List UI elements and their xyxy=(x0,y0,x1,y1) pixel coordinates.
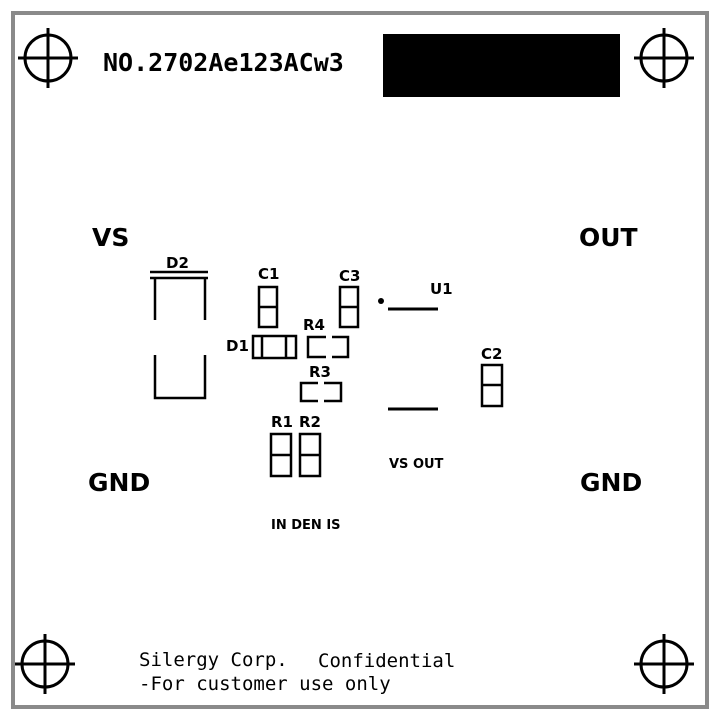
r2-footprint xyxy=(298,432,322,478)
part-number: NO.2702Ae123ACw3 xyxy=(103,48,344,77)
r1-footprint xyxy=(269,432,293,478)
c2-footprint xyxy=(480,363,504,408)
c2-label: C2 xyxy=(481,345,502,363)
footer-confidential: Confidential xyxy=(318,650,455,672)
c1-label: C1 xyxy=(258,265,279,283)
c3-footprint xyxy=(338,285,360,329)
board-outline xyxy=(11,11,709,709)
r1-label: R1 xyxy=(271,413,293,431)
in-den-is-pin-label: IN DEN IS xyxy=(271,518,341,533)
terminal-out-label: OUT xyxy=(579,223,638,252)
r4-footprint xyxy=(306,335,350,359)
terminal-gnd-left-label: GND xyxy=(88,468,150,497)
terminal-gnd-right-label: GND xyxy=(580,468,642,497)
fiducial-bottom-left xyxy=(15,634,75,694)
r3-label: R3 xyxy=(309,363,331,381)
fiducial-top-right xyxy=(634,28,694,88)
d1-footprint xyxy=(251,334,298,360)
r3-footprint xyxy=(299,381,343,403)
r4-label: R4 xyxy=(303,316,325,334)
footer-company: Silergy Corp. xyxy=(139,649,288,671)
d1-label: D1 xyxy=(226,337,249,355)
redaction-block xyxy=(383,34,620,97)
u1-label: U1 xyxy=(430,280,453,298)
u1-footprint xyxy=(388,307,438,411)
terminal-vs-label: VS xyxy=(92,223,129,252)
c3-label: C3 xyxy=(339,267,360,285)
d2-footprint xyxy=(150,270,208,400)
c1-footprint xyxy=(257,285,279,329)
footer-notice: -For customer use only xyxy=(139,673,391,695)
fiducial-top-left xyxy=(18,28,78,88)
r2-label: R2 xyxy=(299,413,321,431)
u1-pin1-dot xyxy=(378,298,384,304)
vs-out-pin-label: VS OUT xyxy=(389,457,444,472)
fiducial-bottom-right xyxy=(634,634,694,694)
d2-label: D2 xyxy=(166,254,189,272)
